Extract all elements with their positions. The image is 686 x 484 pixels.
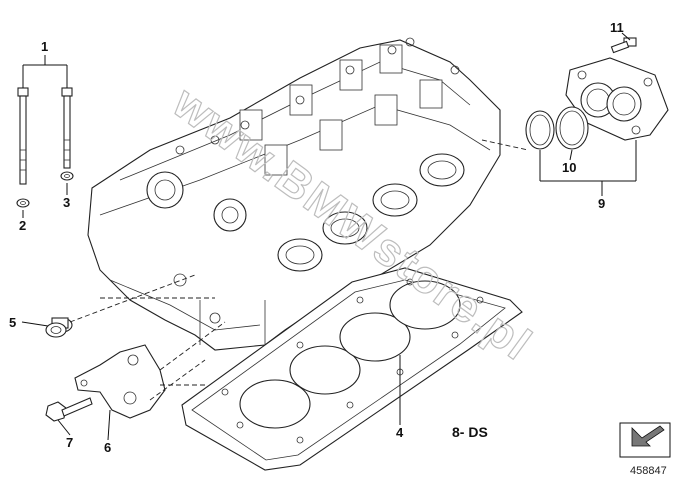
reference-number: 458847 bbox=[630, 465, 667, 477]
bolt-washers bbox=[16, 171, 74, 208]
callout-labels: 1 2 3 4 5 6 7 9 10 11 bbox=[9, 20, 624, 455]
cylinder-head-bolts bbox=[17, 87, 73, 185]
callout-2: 2 bbox=[19, 218, 26, 233]
callout-7: 7 bbox=[66, 435, 73, 450]
flange-bolt bbox=[610, 37, 637, 54]
assembly-lines bbox=[69, 139, 529, 401]
hex-bolt bbox=[45, 397, 93, 422]
callout-1: 1 bbox=[41, 39, 48, 54]
orientation-arrow-icon bbox=[619, 422, 671, 458]
leader-lines bbox=[21, 32, 637, 441]
callout-9: 9 bbox=[598, 196, 605, 211]
callout-6: 6 bbox=[104, 440, 111, 455]
coolant-flange bbox=[565, 57, 669, 141]
callout-5: 5 bbox=[9, 315, 16, 330]
screw-plug bbox=[45, 317, 73, 338]
callout-3: 3 bbox=[63, 195, 70, 210]
callout-11: 11 bbox=[610, 20, 624, 35]
callout-10: 10 bbox=[562, 160, 576, 175]
subset-label: 8- DS bbox=[452, 424, 488, 440]
callout-4: 4 bbox=[396, 425, 404, 440]
cylinder-head-gasket bbox=[181, 267, 523, 471]
lifting-bracket bbox=[74, 344, 166, 419]
sealing-rings bbox=[525, 106, 589, 150]
cylinder-head bbox=[87, 37, 501, 351]
